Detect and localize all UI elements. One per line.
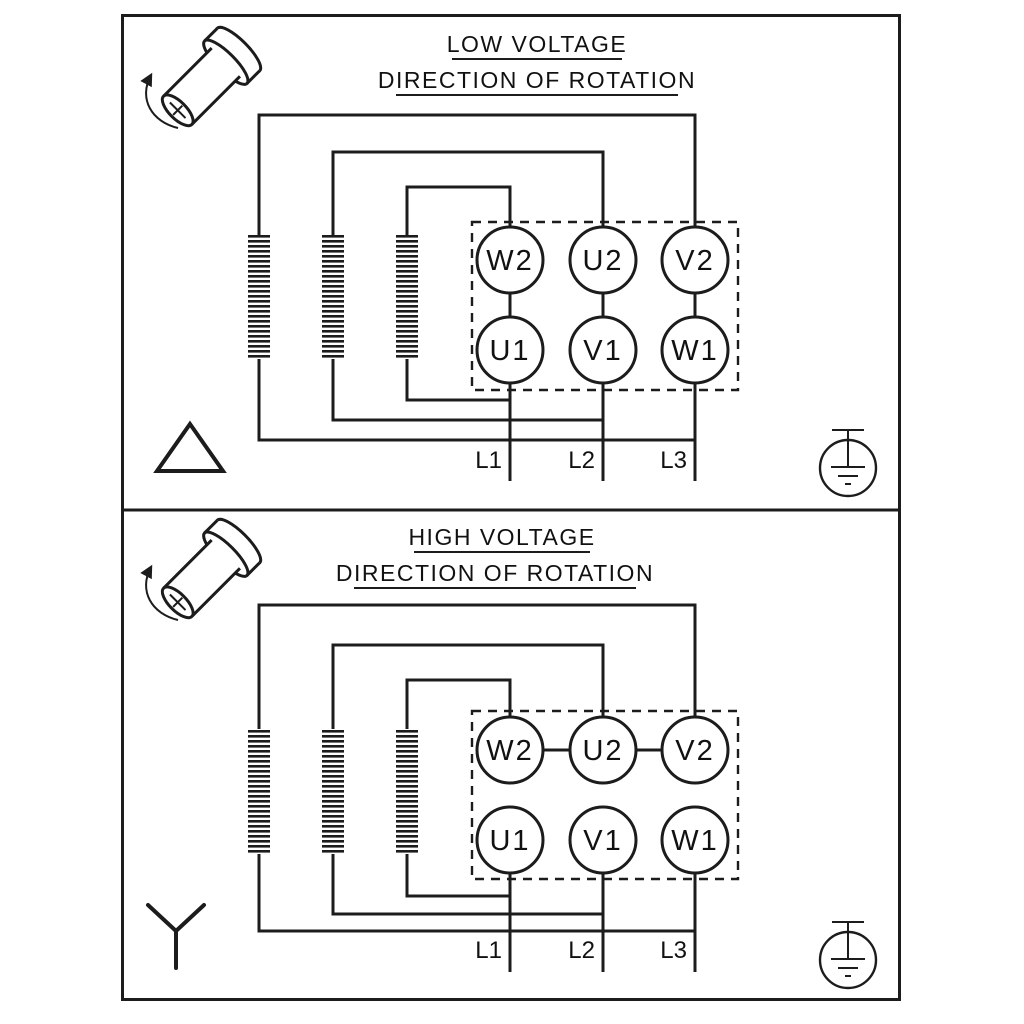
- terminal-v1: V1: [568, 805, 638, 875]
- terminal-circle: [568, 715, 638, 785]
- terminal-block-outline: [470, 709, 740, 881]
- supply-line-labels: L1 L2 L3: [475, 937, 687, 964]
- winding-coil-3: [396, 728, 418, 855]
- terminal-label: V1: [583, 335, 622, 367]
- terminal-block: W2 U2 V2 U1 V1 W1: [470, 220, 740, 392]
- ground-lead: [832, 429, 864, 467]
- ground-lead: [832, 921, 864, 959]
- panel-low-voltage: LOW VOLTAGE DIRECTION OF ROTATION: [140, 25, 878, 498]
- wire-coil3-to-w2: [405, 678, 512, 729]
- terminal-circle: [568, 225, 638, 295]
- terminal-circle: [660, 805, 730, 875]
- terminal-label: W2: [486, 735, 534, 767]
- wire-coil3-to-l1: [405, 854, 510, 898]
- terminal-circle: [475, 315, 545, 385]
- terminal-circle: [660, 225, 730, 295]
- wire-coil2-to-l2: [331, 359, 603, 422]
- terminal-label: W1: [671, 825, 719, 857]
- line-label-l2: L2: [568, 447, 595, 474]
- winding-coil-2: [322, 728, 344, 855]
- terminal-label: V2: [675, 735, 714, 767]
- terminal-label: W1: [671, 335, 719, 367]
- panel-title: LOW VOLTAGE: [447, 31, 628, 57]
- terminal-circle: [475, 805, 545, 875]
- terminal-circle: [475, 715, 545, 785]
- ground-circle: [818, 438, 878, 498]
- motor-windings: [248, 728, 418, 855]
- wire-coil3-to-l1: [405, 359, 510, 402]
- line-label-l3: L3: [660, 937, 687, 964]
- shaft-edges: [162, 46, 242, 126]
- terminal-u2: U2: [568, 715, 638, 785]
- terminal-u2: U2: [568, 225, 638, 295]
- winding-coil-1: [248, 728, 270, 855]
- terminal-label: U1: [489, 825, 530, 857]
- terminal-block: W2 U2 V2 U1 V1 W1: [470, 709, 740, 881]
- line-label-l1: L1: [475, 937, 502, 964]
- terminal-u1: U1: [475, 805, 545, 875]
- wire-coil3-to-w2: [405, 185, 512, 236]
- terminal-block-outline: [470, 220, 740, 392]
- panel-title-block: HIGH VOLTAGE DIRECTION OF ROTATION: [336, 524, 654, 589]
- delta-triangle-icon: [153, 420, 227, 473]
- winding-coil-2: [322, 235, 344, 360]
- wire-coil2-to-l2: [331, 854, 603, 916]
- motor-windings: [248, 235, 418, 360]
- wire-coil1-to-l3: [257, 854, 695, 933]
- supply-drop-wires: [508, 383, 697, 481]
- protective-earth-ground-icon: [818, 429, 878, 498]
- terminal-u1: U1: [475, 315, 545, 385]
- ground-circle: [818, 930, 878, 990]
- shaft-rotation-arrow-icon: [140, 25, 263, 129]
- shaft-edges: [162, 538, 242, 618]
- ground-bars: [831, 958, 865, 977]
- star-wye-icon: [146, 903, 206, 970]
- wire-coil1-to-l3: [257, 359, 695, 442]
- terminal-v2: V2: [660, 225, 730, 295]
- terminal-label: V2: [675, 245, 714, 277]
- wire-coil2-to-u2: [331, 150, 605, 236]
- terminal-circle: [660, 315, 730, 385]
- wiring: [257, 113, 697, 481]
- line-label-l2: L2: [568, 937, 595, 964]
- supply-line-labels: L1 L2 L3: [475, 447, 687, 474]
- terminal-w2: W2: [475, 225, 545, 295]
- wire-coil1-to-v2: [257, 113, 697, 236]
- line-label-l3: L3: [660, 447, 687, 474]
- panel-subtitle: DIRECTION OF ROTATION: [336, 560, 654, 586]
- supply-drop-wires: [508, 873, 697, 972]
- panel-title-block: LOW VOLTAGE DIRECTION OF ROTATION: [378, 31, 696, 96]
- terminal-label: W2: [486, 245, 534, 277]
- wire-coil2-to-u2: [331, 643, 605, 729]
- panel-title: HIGH VOLTAGE: [408, 524, 595, 550]
- terminal-circle: [475, 225, 545, 295]
- winding-coil-3: [396, 235, 418, 360]
- terminal-label: U1: [489, 335, 530, 367]
- wiring: [257, 603, 697, 972]
- rotation-arrow: [140, 564, 179, 621]
- terminal-v2: V2: [660, 715, 730, 785]
- wire-coil1-to-v2: [257, 603, 697, 729]
- terminal-label: U2: [582, 245, 623, 277]
- terminal-v1: V1: [568, 315, 638, 385]
- rotation-arrow: [140, 72, 179, 129]
- terminal-circle: [568, 315, 638, 385]
- terminal-w1: W1: [660, 805, 730, 875]
- panel-high-voltage: HIGH VOLTAGE DIRECTION OF ROTATION: [140, 517, 878, 990]
- terminal-circle: [660, 715, 730, 785]
- line-label-l1: L1: [475, 447, 502, 474]
- panel-subtitle: DIRECTION OF ROTATION: [378, 67, 696, 93]
- terminal-circle: [568, 805, 638, 875]
- terminal-label: U2: [582, 735, 623, 767]
- shaft-rotation-arrow-icon: [140, 517, 263, 621]
- shaft-center-cross: [169, 593, 187, 611]
- shaft-center-cross: [169, 101, 187, 119]
- terminal-label: V1: [583, 825, 622, 857]
- diagram-border: [121, 14, 901, 1001]
- ground-bars: [831, 466, 865, 485]
- winding-coil-1: [248, 235, 270, 360]
- protective-earth-ground-icon: [818, 921, 878, 990]
- terminal-w1: W1: [660, 315, 730, 385]
- terminal-w2: W2: [475, 715, 545, 785]
